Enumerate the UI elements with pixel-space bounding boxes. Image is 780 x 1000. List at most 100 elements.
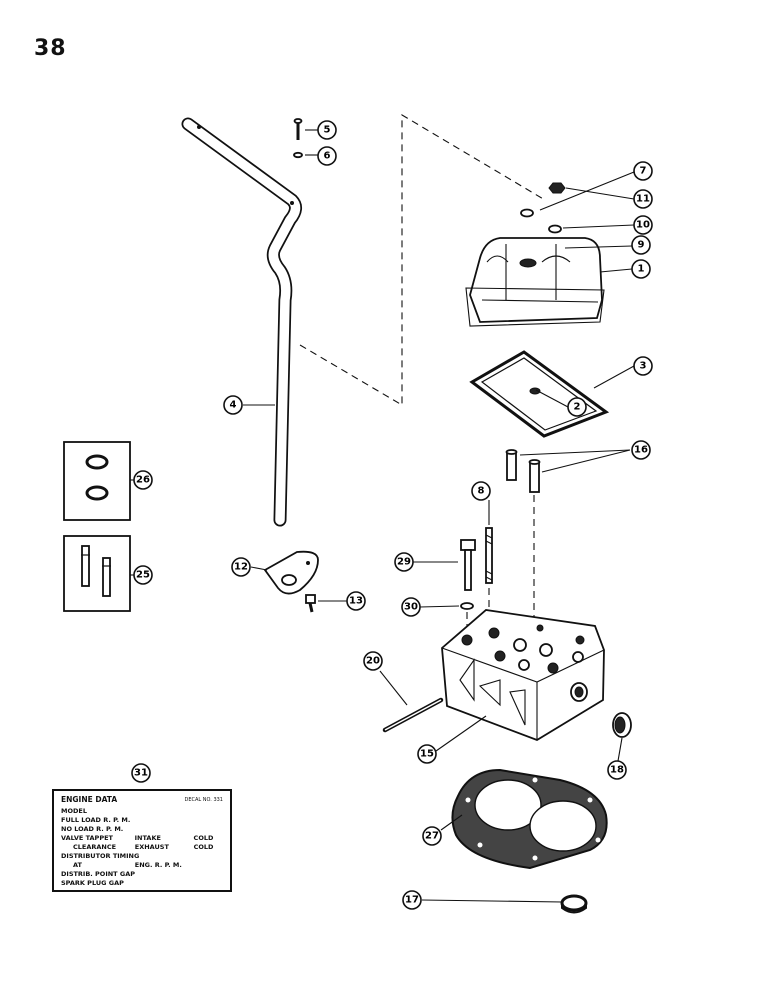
svg-text:15: 15 xyxy=(420,749,434,760)
svg-text:7: 7 xyxy=(640,166,647,177)
callout-2: 2 xyxy=(567,397,587,417)
svg-text:1: 1 xyxy=(638,264,645,275)
seal-ring-part xyxy=(85,454,109,470)
decal-cell-a: DISTRIBUTOR TIMING xyxy=(61,852,140,860)
callout-30: 30 xyxy=(401,597,421,617)
decal-cell-b xyxy=(135,807,194,816)
valve-cover-part xyxy=(465,237,605,327)
callout-20: 20 xyxy=(363,651,383,671)
svg-text:27: 27 xyxy=(425,831,439,842)
grommet-part xyxy=(548,224,562,234)
callout-31: 31 xyxy=(131,763,151,783)
washer-part xyxy=(293,151,303,159)
head-washer-part xyxy=(460,602,474,610)
decal-cell-b: INTAKE xyxy=(134,834,161,842)
callout-4: 4 xyxy=(223,395,243,415)
callout-29: 29 xyxy=(394,552,414,572)
svg-text:31: 31 xyxy=(134,768,148,779)
svg-text:3: 3 xyxy=(640,361,647,372)
decal-cell-a: MODEL xyxy=(61,807,87,815)
decal-row: MODEL xyxy=(61,807,223,816)
callout-11: 11 xyxy=(633,189,653,209)
decal-row: AT ENG. R. P. M. xyxy=(61,861,223,870)
callout-13: 13 xyxy=(346,591,366,611)
bolt-part xyxy=(293,118,303,140)
svg-text:10: 10 xyxy=(636,220,650,231)
stud-part xyxy=(485,527,493,584)
svg-text:25: 25 xyxy=(136,570,150,581)
decal-row: CLEARANCE EXHAUST COLD xyxy=(61,843,223,852)
svg-text:12: 12 xyxy=(234,562,248,573)
decal-cell-c xyxy=(194,807,223,816)
decal-cell-b xyxy=(135,816,194,825)
cap-screw-part xyxy=(305,594,316,613)
breather-tube-part xyxy=(181,117,302,527)
callout-25: 25 xyxy=(133,565,153,585)
decal-cell-c xyxy=(194,861,223,870)
callout-5: 5 xyxy=(317,120,337,140)
callout-17: 17 xyxy=(402,890,422,910)
callout-1: 1 xyxy=(631,259,651,279)
decal-cell-a: AT xyxy=(73,861,82,869)
svg-text:6: 6 xyxy=(324,151,331,162)
decal-cell-c xyxy=(194,825,223,834)
page-number: 38 xyxy=(34,36,67,61)
svg-text:8: 8 xyxy=(478,486,485,497)
svg-text:4: 4 xyxy=(230,400,237,411)
valve-guide-part xyxy=(528,459,541,493)
callout-10: 10 xyxy=(633,215,653,235)
decal-row: DISTRIB. POINT GAP xyxy=(61,870,223,879)
callout-12: 12 xyxy=(231,557,251,577)
svg-text:2: 2 xyxy=(574,402,581,413)
seal-kit-box xyxy=(63,441,131,521)
decal-row: SPARK PLUG GAP xyxy=(61,879,223,888)
svg-text:18: 18 xyxy=(610,765,624,776)
svg-text:29: 29 xyxy=(397,557,411,568)
seal-ring-part xyxy=(85,485,109,501)
nut-part xyxy=(548,182,566,194)
valve-guide-part xyxy=(81,545,90,587)
decal-number: DECAL NO. 331 xyxy=(184,797,224,803)
callout-3: 3 xyxy=(633,356,653,376)
callout-27: 27 xyxy=(422,826,442,846)
svg-text:13: 13 xyxy=(349,596,363,607)
guide-kit-box xyxy=(63,535,131,612)
valve-guide-part xyxy=(505,449,518,481)
callout-16: 16 xyxy=(631,440,651,460)
decal-cell-a: VALVE TAPPET xyxy=(61,834,113,842)
decal-title: ENGINE DATA xyxy=(61,795,118,804)
decal-cell-b: ENG. R. P. M. xyxy=(134,861,182,869)
decal-cell-b xyxy=(135,870,194,879)
decal-cell-b: EXHAUST xyxy=(134,843,169,851)
sleeve-part xyxy=(612,712,632,738)
head-bolt-part xyxy=(460,539,476,591)
decal-cell-c xyxy=(194,852,223,861)
svg-text:20: 20 xyxy=(366,656,380,667)
decal-cell-c xyxy=(194,816,223,825)
callout-8: 8 xyxy=(471,481,491,501)
callout-26: 26 xyxy=(133,470,153,490)
gasket-washer-part xyxy=(520,208,534,218)
valve-guide-part xyxy=(102,557,111,597)
decal-row: NO LOAD R. P. M. xyxy=(61,825,223,834)
plug-ring-part xyxy=(560,894,588,914)
decal-cell-b xyxy=(136,852,194,861)
cover-gasket-part xyxy=(469,350,610,438)
svg-text:16: 16 xyxy=(634,445,648,456)
decal-cell-c xyxy=(194,870,223,879)
callout-18: 18 xyxy=(607,760,627,780)
callout-9: 9 xyxy=(631,235,651,255)
svg-text:5: 5 xyxy=(324,125,331,136)
callout-6: 6 xyxy=(317,146,337,166)
decal-cell-c: COLD xyxy=(193,843,214,851)
decal-cell-a: CLEARANCE xyxy=(73,843,117,851)
callout-7: 7 xyxy=(633,161,653,181)
callout-15: 15 xyxy=(417,744,437,764)
decal-row: DISTRIBUTOR TIMING xyxy=(61,852,223,861)
decal-cell-a: SPARK PLUG GAP xyxy=(61,879,124,887)
svg-text:11: 11 xyxy=(636,194,650,205)
tube-flange-part xyxy=(263,550,319,595)
